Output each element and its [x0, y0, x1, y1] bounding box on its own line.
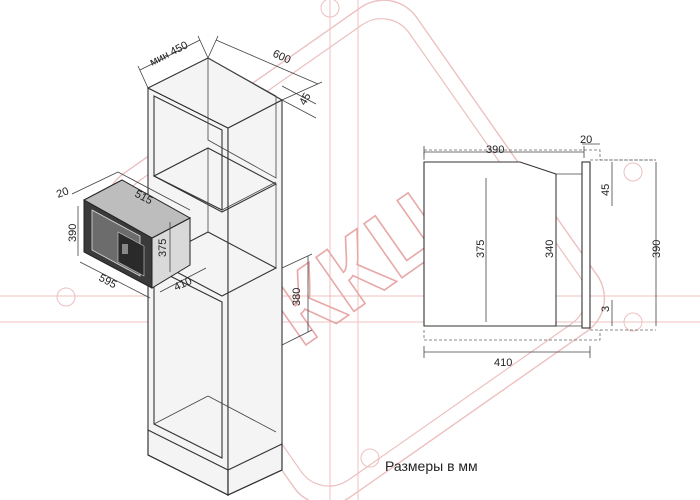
label-height-375: 375 — [157, 239, 169, 257]
label-height-390: 390 — [67, 224, 79, 242]
label-bottom-410: 410 — [494, 357, 512, 369]
microwave-drawing — [82, 179, 192, 289]
right-dimensions — [423, 143, 657, 358]
label-front-20: 20 — [55, 185, 71, 200]
label-width-595: 595 — [97, 272, 119, 291]
label-top-390: 390 — [486, 144, 504, 156]
side-front-panel — [581, 161, 591, 329]
label-h375: 375 — [475, 240, 487, 258]
label-min-width: мин 450 — [148, 39, 190, 68]
side-body — [423, 161, 557, 327]
label-gap-45: 45 — [600, 184, 612, 196]
label-depth-600: 600 — [271, 48, 293, 67]
label-h340: 340 — [544, 240, 556, 258]
label-niche-380: 380 — [291, 288, 303, 306]
label-gap-3: 3 — [600, 306, 612, 312]
cabinet-right-side — [227, 99, 283, 496]
dimensions-caption: Размеры в мм — [385, 458, 478, 474]
side-section-drawing — [423, 149, 656, 341]
label-h390: 390 — [651, 240, 663, 258]
left-dimensions — [71, 35, 323, 346]
cabinet-front-left — [147, 87, 229, 496]
label-gap-45: 45 — [297, 91, 314, 108]
label-front-20: 20 — [580, 134, 592, 146]
